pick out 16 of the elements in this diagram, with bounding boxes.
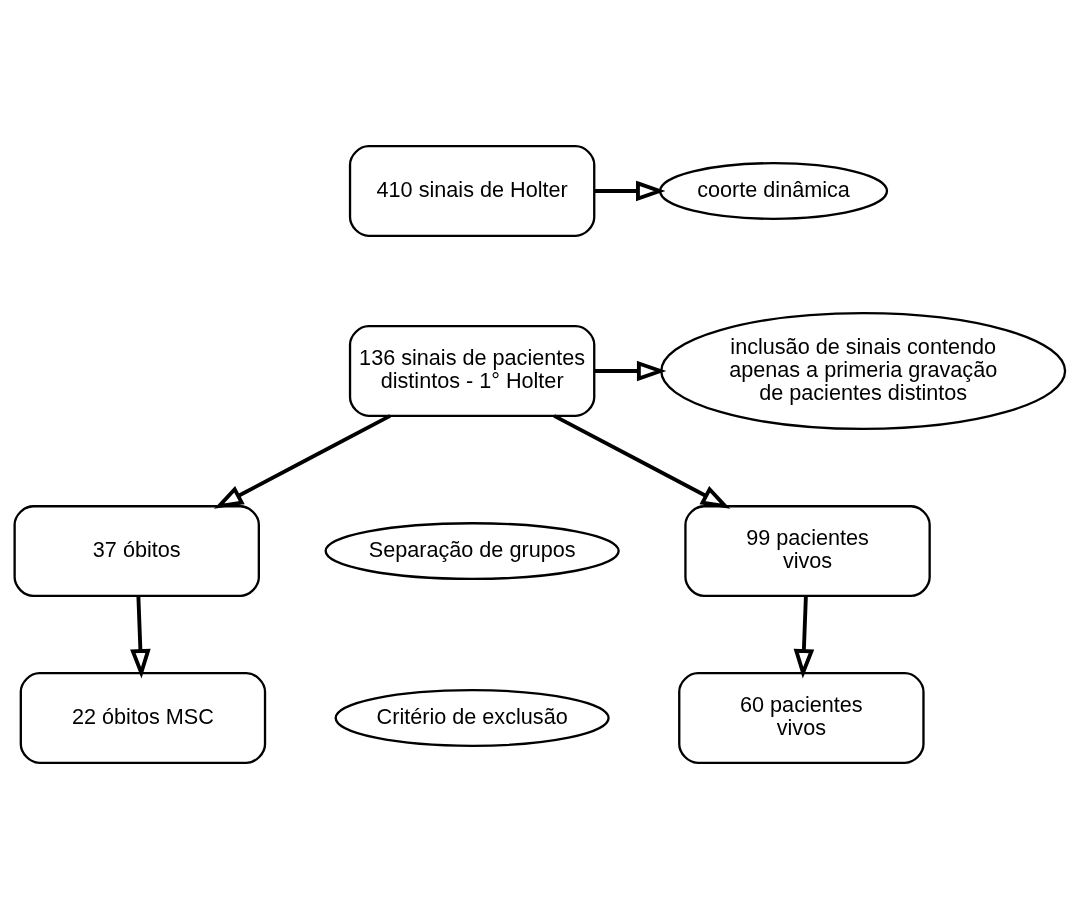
arrow bbox=[130, 596, 151, 679]
arrow bbox=[793, 596, 815, 679]
node-box: 99 pacientes vivos bbox=[684, 505, 931, 598]
node-ellipse: Critério de exclusão bbox=[334, 689, 610, 747]
node-box: 136 sinais de pacientes distintos - 1° Holter bbox=[348, 325, 596, 417]
arrow bbox=[594, 180, 666, 202]
node-box: 22 óbitos MSC bbox=[19, 672, 267, 764]
arrow bbox=[553, 414, 731, 509]
arrow bbox=[594, 360, 667, 382]
arrow bbox=[213, 414, 391, 509]
node-ellipse: coorte dinâmica bbox=[658, 162, 889, 220]
node-box: 37 óbitos bbox=[13, 505, 260, 598]
node-box: 410 sinais de Holter bbox=[348, 145, 596, 237]
node-ellipse: inclusão de sinais contendo apenas a primeria gravação de pacientes distintos bbox=[660, 311, 1067, 431]
node-box: 60 pacientes vivos bbox=[678, 672, 925, 764]
node-ellipse: Separação de grupos bbox=[324, 522, 620, 581]
